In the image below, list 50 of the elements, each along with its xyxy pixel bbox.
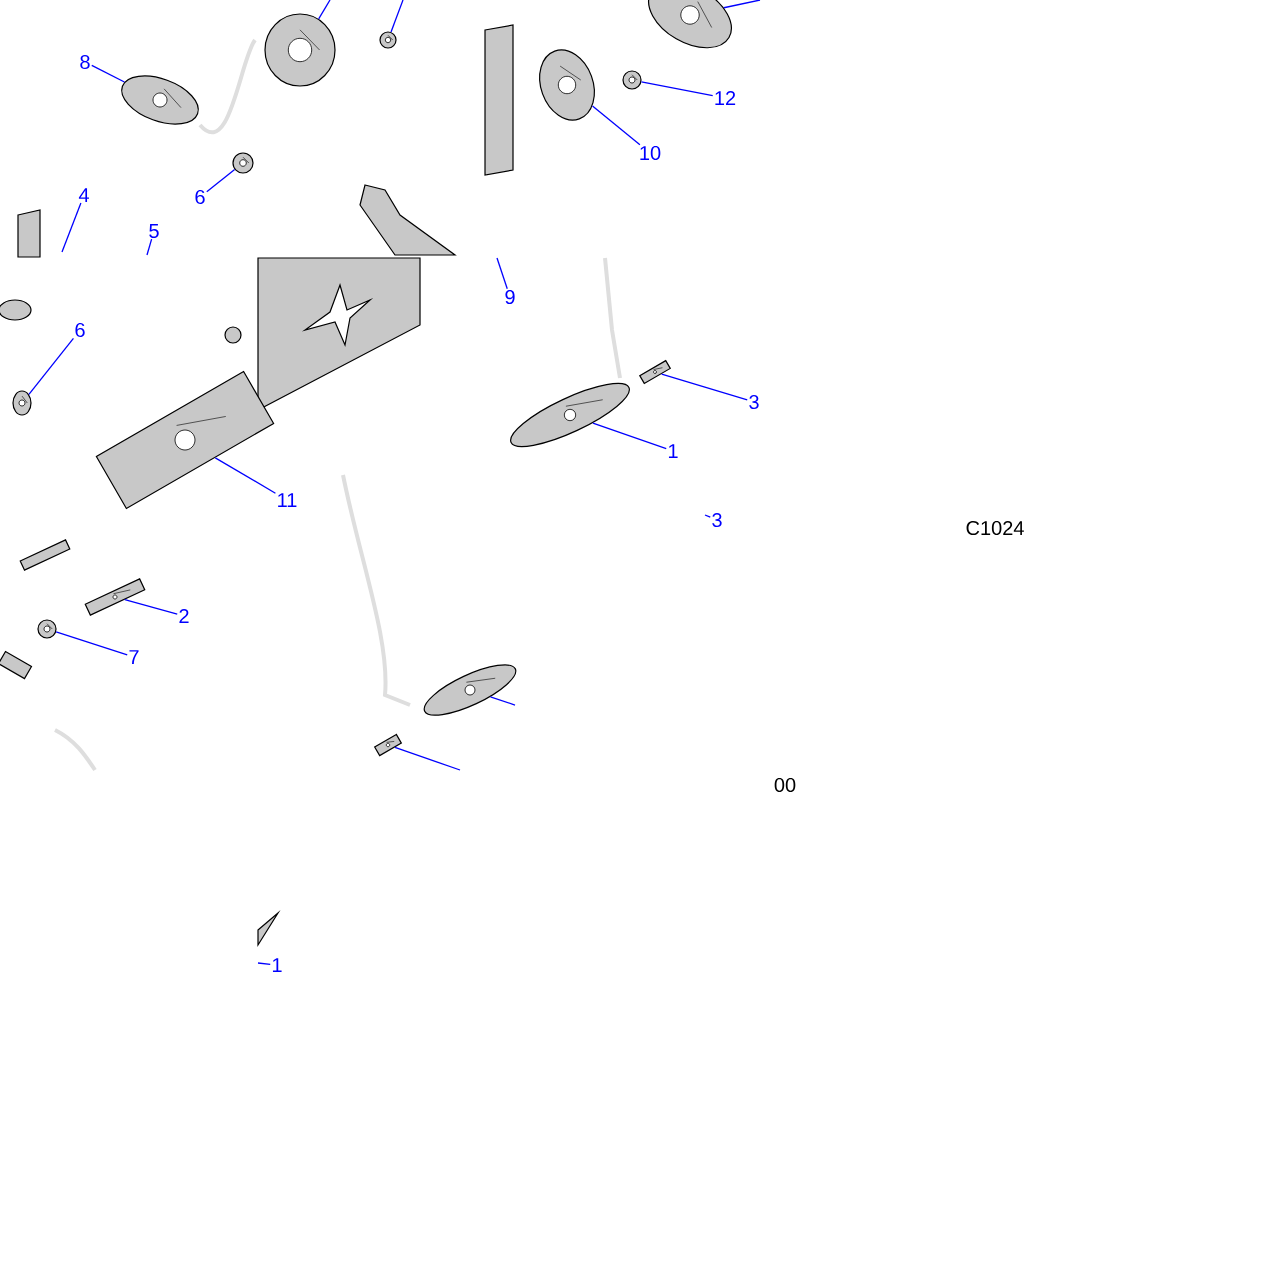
callout-number: 5 <box>149 224 159 238</box>
callout-number: 6 <box>75 322 85 338</box>
leader-line <box>661 373 748 401</box>
part-drawing <box>12 390 32 416</box>
leader-line <box>318 0 331 20</box>
leader-line <box>146 238 153 256</box>
part-drawing <box>84 578 146 616</box>
callout-number: 7 <box>129 650 139 664</box>
leader-line <box>61 202 82 253</box>
callout-number: 2 <box>179 609 189 623</box>
figure-code: C1024 <box>966 520 1024 536</box>
part-drawing <box>539 49 595 121</box>
leader-line <box>496 257 508 290</box>
part-drawing <box>95 370 275 510</box>
leader-line <box>257 962 271 965</box>
leader-line <box>394 746 461 771</box>
leader-line <box>55 631 128 656</box>
leader-line <box>723 0 761 9</box>
part-drawing <box>121 75 199 125</box>
part-drawing <box>423 664 517 716</box>
leader-line <box>390 0 404 33</box>
leader-line <box>91 64 126 83</box>
part-drawing <box>622 70 642 90</box>
figure-code: 00 <box>774 777 796 793</box>
callout-number: 9 <box>505 289 515 305</box>
leader-line <box>28 337 75 395</box>
leader-line <box>592 422 667 450</box>
leader-line <box>206 168 236 193</box>
part-drawing <box>379 31 397 49</box>
callout-number: 10 <box>640 145 661 161</box>
callout-number: 1 <box>668 444 678 458</box>
part-drawing <box>510 382 630 448</box>
part-drawing <box>232 152 254 174</box>
leader-line <box>591 105 641 146</box>
part-drawing <box>264 13 336 87</box>
callout-number: 11 <box>278 493 297 507</box>
leader-line <box>640 81 714 97</box>
callout-number: 8 <box>80 54 90 70</box>
callout-number: 3 <box>712 512 722 528</box>
leader-line <box>704 514 711 518</box>
part-drawing <box>648 0 732 49</box>
part-drawing <box>37 619 57 639</box>
callout-number: 4 <box>78 188 89 202</box>
leader-line <box>489 696 516 706</box>
callout-number: 1 <box>272 958 282 972</box>
callout-number: 6 <box>195 189 205 205</box>
callout-number: 12 <box>715 91 736 105</box>
leader-line <box>214 457 277 494</box>
leader-line <box>124 599 178 615</box>
callout-number: 3 <box>749 394 759 410</box>
